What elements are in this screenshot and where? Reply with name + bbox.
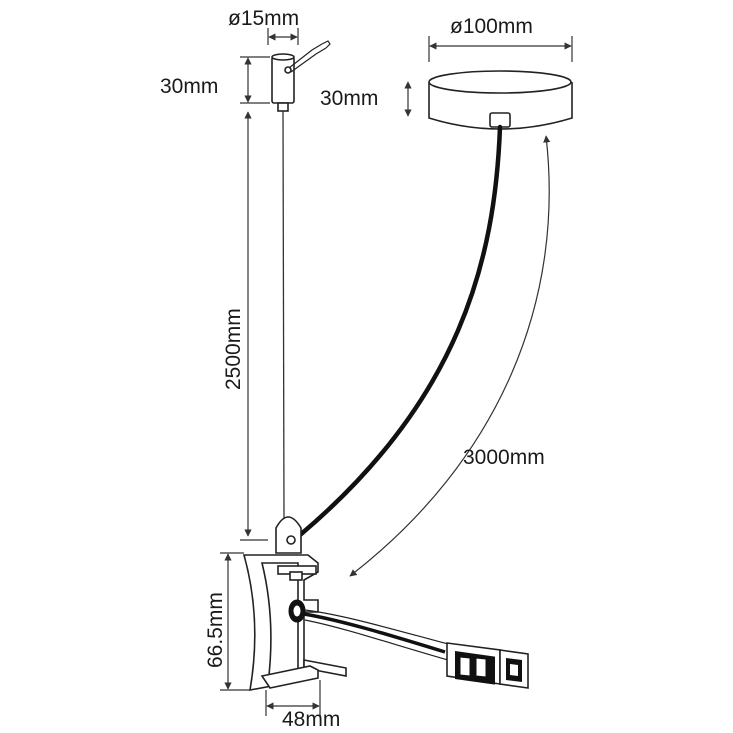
power-cable — [297, 124, 503, 538]
small-canopy-diameter-label: ø15mm — [228, 7, 299, 30]
small-canopy-height-label: 30mm — [160, 75, 218, 98]
fixture-height-label: 66.5mm — [204, 592, 227, 668]
large-canopy-diameter-label: ø100mm — [450, 15, 533, 38]
cable-length-label: 3000mm — [463, 446, 545, 469]
lead-wires — [303, 609, 449, 661]
large-canopy-diameter-dimension: ø100mm — [428, 15, 573, 62]
small-canopy-height-dimension: 30mm — [160, 56, 270, 104]
small-canopy-diameter-dimension: ø15mm — [228, 7, 299, 45]
fixture-body — [242, 516, 347, 691]
large-canopy — [428, 70, 573, 130]
fixture-width-dimension: 48mm — [265, 680, 340, 731]
fixture-height-dimension: 66.5mm — [204, 552, 250, 691]
large-canopy-height-label: 30mm — [320, 87, 378, 110]
cable-length-dimension: 3000mm — [349, 135, 551, 577]
connector-plug — [446, 642, 529, 689]
wire-length-dimension: 2500mm — [222, 111, 268, 541]
suspension-wire — [282, 110, 285, 521]
fixture-width-label: 48mm — [282, 708, 340, 731]
wire-length-label: 2500mm — [222, 308, 245, 390]
large-canopy-height-dimension: 30mm — [320, 81, 412, 117]
